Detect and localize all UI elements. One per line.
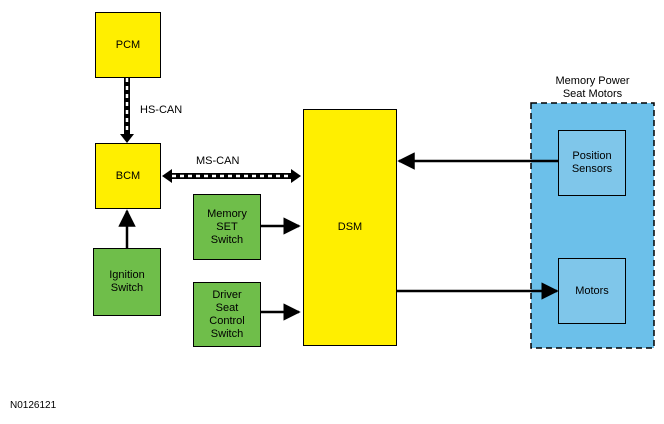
pcm-block: PCM <box>95 12 161 78</box>
ms-can-label: MS-CAN <box>196 155 240 167</box>
position-sensors-block: Position Sensors <box>558 130 626 196</box>
ignition-switch-block: Ignition Switch <box>93 248 161 316</box>
driver-seat-control-switch-block: Driver Seat Control Switch <box>193 282 261 347</box>
figure-id: N0126121 <box>10 400 57 411</box>
ms-can-right-arrowhead <box>291 169 301 183</box>
hs-can-label: HS-CAN <box>140 104 183 116</box>
hs-can-arrowhead <box>120 134 134 143</box>
motors-block: Motors <box>558 258 626 324</box>
memory-set-switch-block: Memory SET Switch <box>193 194 261 260</box>
group-title: Memory Power Seat Motors <box>555 75 630 100</box>
dsm-block: DSM <box>303 109 397 346</box>
ms-can-left-arrowhead <box>162 169 172 183</box>
bcm-block: BCM <box>95 143 161 209</box>
